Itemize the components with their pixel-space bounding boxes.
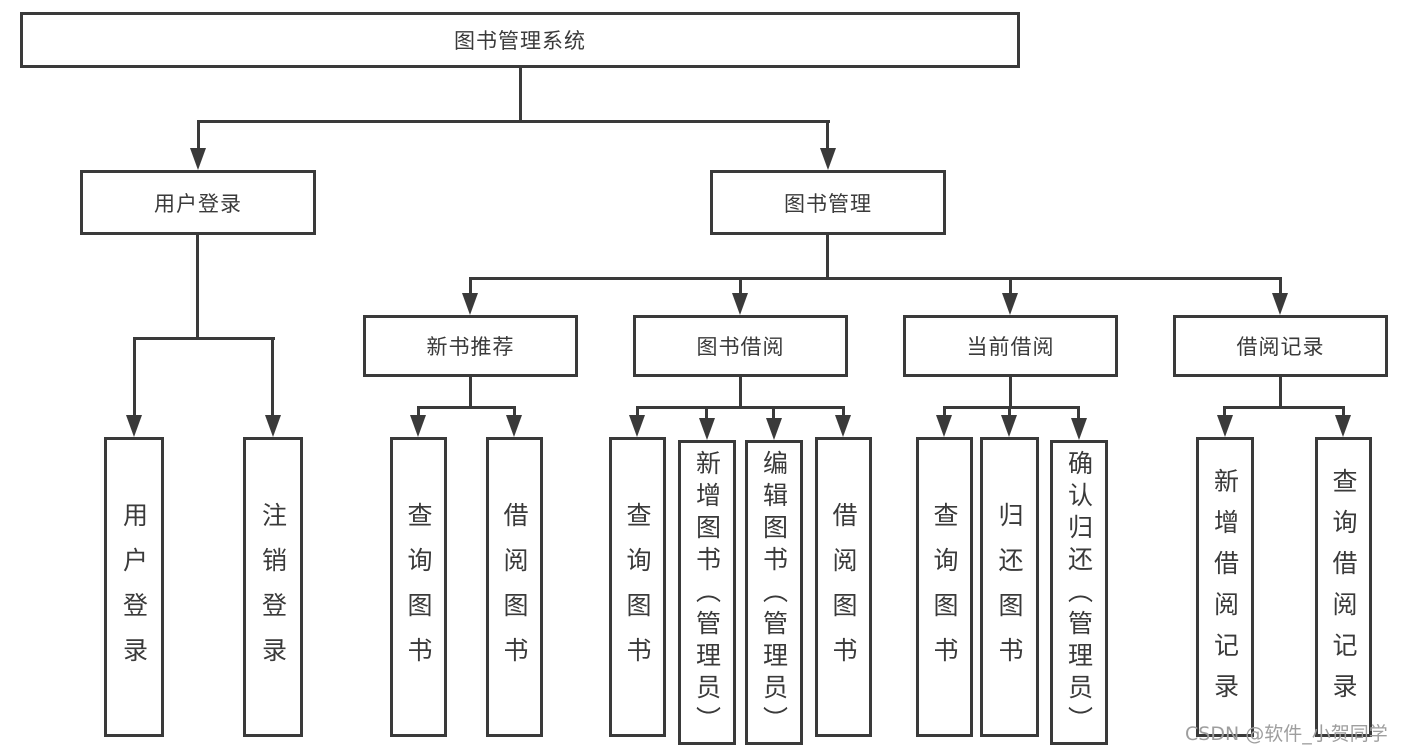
arrowhead-down-icon	[190, 148, 206, 170]
node-new-book-rec: 新书推荐	[363, 315, 578, 377]
node-logout-leaf: 注销登录	[243, 437, 303, 737]
node-label: 图书管理	[784, 191, 872, 216]
node-label: 借阅图书	[829, 502, 858, 682]
connector-line	[197, 120, 830, 123]
connector-line	[739, 277, 742, 295]
arrowhead-down-icon	[126, 415, 142, 437]
arrowhead-down-icon	[410, 415, 426, 437]
arrowhead-down-icon	[835, 415, 851, 437]
connector-line	[197, 120, 200, 150]
node-label: 确认归还（管理员）	[1064, 449, 1094, 738]
connector-line	[133, 337, 136, 417]
connector-line	[134, 337, 275, 340]
arrowhead-down-icon	[1002, 293, 1018, 315]
watermark: CSDN @软件_小贺同学	[1185, 723, 1388, 745]
arrowhead-down-icon	[1217, 415, 1233, 437]
node-query-books-2: 查询图书	[609, 437, 666, 737]
connector-line	[772, 406, 775, 420]
node-book-borrow: 图书借阅	[633, 315, 848, 377]
arrowhead-down-icon	[1272, 293, 1288, 315]
node-label: 新书推荐	[426, 335, 515, 359]
node-add-borrow-record: 新增借阅记录	[1196, 437, 1254, 737]
node-add-books: 新增图书（管理员）	[678, 440, 736, 745]
connector-line	[637, 406, 845, 409]
connector-line	[1223, 406, 1226, 417]
connector-line	[1009, 277, 1012, 295]
node-user-login-leaf: 用户登录	[104, 437, 164, 737]
connector-line	[739, 377, 742, 409]
arrowhead-down-icon	[699, 418, 715, 440]
connector-line	[1008, 406, 1011, 417]
node-label: 图书借阅	[696, 335, 785, 359]
node-label: 查询图书	[404, 502, 433, 682]
arrowhead-down-icon	[462, 293, 478, 315]
node-query-books-3: 查询图书	[916, 437, 973, 737]
connector-line	[469, 277, 472, 295]
arrowhead-down-icon	[820, 148, 836, 170]
node-label: 查询借阅记录	[1329, 468, 1358, 714]
connector-line	[469, 377, 472, 409]
connector-line	[705, 406, 708, 420]
node-root: 图书管理系统	[20, 12, 1020, 68]
connector-line	[513, 406, 516, 417]
connector-line	[470, 277, 1281, 280]
node-book-mgmt: 图书管理	[710, 170, 946, 235]
connector-line	[826, 120, 829, 150]
arrowhead-down-icon	[506, 415, 522, 437]
node-borrow-books-2: 借阅图书	[815, 437, 872, 737]
node-confirm-return: 确认归还（管理员）	[1050, 440, 1108, 745]
connector-line	[842, 406, 845, 417]
node-query-books-1: 查询图书	[390, 437, 447, 737]
node-label: 注销登录	[258, 502, 288, 682]
node-query-borrow-record: 查询借阅记录	[1315, 437, 1372, 737]
node-user-login: 用户登录	[80, 170, 316, 235]
arrowhead-down-icon	[766, 418, 782, 440]
connector-line	[519, 68, 522, 123]
arrowhead-down-icon	[629, 415, 645, 437]
node-label: 编辑图书（管理员）	[759, 449, 789, 738]
connector-line	[943, 406, 1080, 409]
arrowhead-down-icon	[1071, 418, 1087, 440]
connector-line	[1342, 406, 1345, 417]
connector-line	[1224, 406, 1344, 409]
node-edit-books: 编辑图书（管理员）	[745, 440, 803, 745]
connector-line	[417, 406, 420, 417]
node-label: 借阅图书	[500, 502, 529, 682]
node-return-books: 归还图书	[980, 437, 1039, 737]
connector-line	[1009, 377, 1012, 409]
node-label: 图书管理系统	[454, 29, 586, 53]
connector-line	[1279, 377, 1282, 409]
node-label: 归还图书	[995, 502, 1024, 682]
connector-line	[636, 406, 639, 417]
connector-line	[196, 235, 199, 340]
node-label: 查询图书	[930, 502, 959, 682]
connector-line	[826, 235, 829, 279]
node-borrow-records: 借阅记录	[1173, 315, 1388, 377]
arrowhead-down-icon	[265, 415, 281, 437]
node-borrow-books-1: 借阅图书	[486, 437, 543, 737]
connector-line	[1279, 277, 1282, 295]
node-label: 新增借阅记录	[1210, 468, 1240, 714]
node-current-borrow: 当前借阅	[903, 315, 1118, 377]
arrowhead-down-icon	[936, 415, 952, 437]
node-label: 用户登录	[119, 502, 149, 682]
node-label: 用户登录	[154, 191, 242, 216]
arrowhead-down-icon	[1335, 415, 1351, 437]
connector-line	[418, 406, 516, 409]
node-label: 当前借阅	[966, 335, 1055, 359]
connector-line	[1077, 406, 1080, 420]
node-label: 查询图书	[623, 502, 652, 682]
node-label: 新增图书（管理员）	[692, 449, 722, 738]
connector-line	[943, 406, 946, 417]
node-label: 借阅记录	[1236, 335, 1325, 359]
connector-line	[271, 337, 274, 417]
arrowhead-down-icon	[732, 293, 748, 315]
arrowhead-down-icon	[1001, 415, 1017, 437]
